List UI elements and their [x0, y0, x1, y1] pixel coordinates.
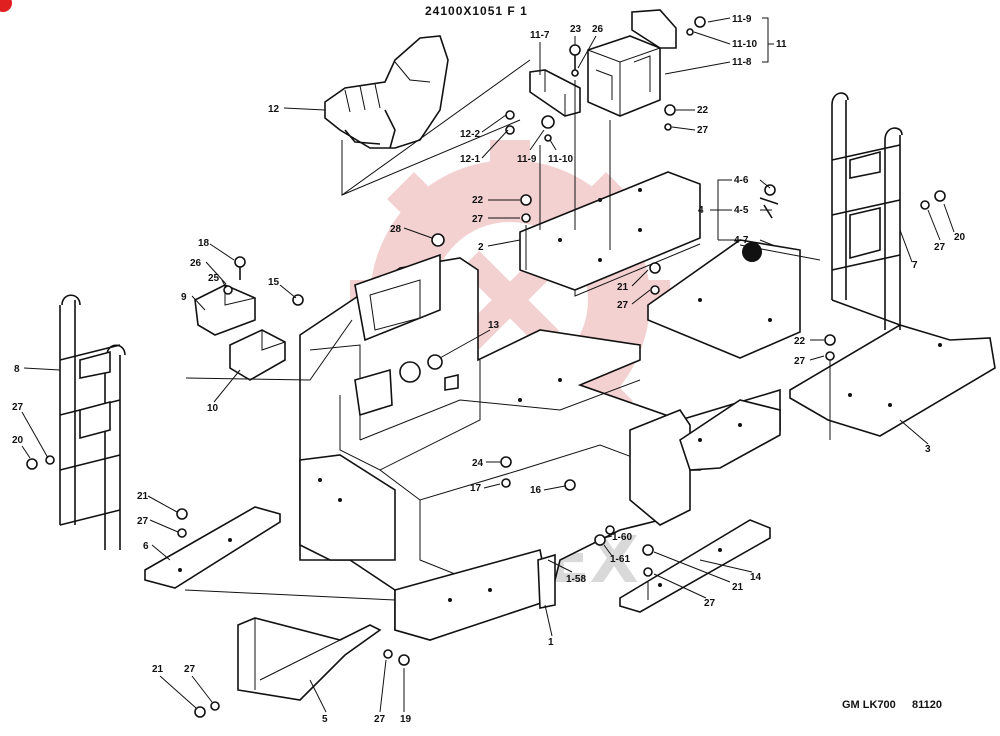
fasteners: [26, 16, 946, 718]
callout-label: 11-10: [548, 154, 573, 165]
drawing-number: 24100X1051 F 1: [425, 4, 528, 18]
callout-label: 20: [12, 435, 24, 446]
bracket-5-part: [237, 617, 382, 701]
callout-label: 7: [912, 260, 918, 271]
callout-label: 21: [732, 582, 744, 593]
footer-model: GM LK700: [842, 699, 896, 711]
callout-label: 24: [472, 458, 484, 469]
ladder-right-part: [831, 92, 903, 330]
bracket-10-part: [229, 329, 286, 381]
callout-label: 9: [181, 292, 187, 303]
callout-label: 11-10: [732, 39, 757, 50]
callout-label: 1-58: [566, 574, 586, 585]
callout-label: 4-5: [734, 205, 749, 216]
callout-label: 14: [750, 572, 762, 583]
callout-label: 4: [698, 205, 704, 216]
seat-bracket-part: [529, 69, 581, 117]
callout-label: 28: [390, 224, 402, 235]
callout-label: 20: [954, 232, 966, 243]
callout-label: 27: [184, 664, 196, 675]
callout-label: 11-9: [517, 154, 537, 165]
callout-label: 19: [400, 714, 412, 725]
callout-label: 11-7: [530, 30, 550, 41]
callout-label: 27: [617, 300, 629, 311]
callout-label: 10: [207, 403, 219, 414]
seat-part: [324, 35, 449, 149]
callout-label: 27: [934, 242, 946, 253]
callout-label: 22: [472, 195, 484, 206]
callout-label: 26: [190, 258, 202, 269]
callout-label: 27: [697, 125, 709, 136]
callout-label: 4-7: [734, 235, 749, 246]
callout-label: 12: [268, 104, 280, 115]
callout-label: 17: [470, 483, 482, 494]
callout-label: 4-6: [734, 175, 749, 186]
callout-label: 27: [704, 598, 716, 609]
callout-label: 15: [268, 277, 280, 288]
callout-label: 21: [137, 491, 149, 502]
plate-4-part: [647, 197, 801, 359]
corner-badge-icon: [0, 0, 12, 12]
guide-lines: [184, 59, 831, 601]
callout-label: 25: [208, 273, 220, 284]
callout-label: 22: [794, 336, 806, 347]
callout-label: 11-8: [732, 57, 752, 68]
callout-label: 3: [925, 444, 931, 455]
callout-label: 11: [776, 39, 787, 50]
callout-label: 8: [14, 364, 20, 375]
callout-label: 18: [198, 238, 210, 249]
callout-label: 21: [152, 664, 164, 675]
callout-label: 16: [530, 485, 542, 496]
callouts: 1 2 3 4 4-5 4-6 4-7 5 6 7 8 9 10 11 11-7…: [12, 14, 966, 725]
callout-label: 5: [322, 714, 328, 725]
callout-label: 1-61: [610, 554, 630, 565]
callout-label: 27: [472, 214, 484, 225]
callout-label: 27: [794, 356, 806, 367]
ladder-left-part: [59, 294, 126, 550]
callout-label: 23: [570, 24, 582, 35]
callout-label: 27: [137, 516, 149, 527]
step-14-part: [619, 519, 771, 613]
step-6-part: [144, 506, 281, 589]
callout-label: 13: [488, 320, 500, 331]
callout-label: 1-60: [612, 532, 632, 543]
callout-label: 11-9: [732, 14, 752, 25]
callout-label: 12-2: [460, 129, 480, 140]
callout-label: 12-1: [460, 154, 480, 165]
callout-label: 6: [143, 541, 149, 552]
callout-label: 2: [478, 242, 484, 253]
main-frame-part: [299, 253, 781, 641]
callout-label: 22: [697, 105, 709, 116]
box-bracket-part: [587, 9, 677, 117]
callout-label: 27: [374, 714, 386, 725]
plate-3-part: [789, 324, 996, 437]
callout-label: 27: [12, 402, 24, 413]
callout-label: 26: [592, 24, 604, 35]
callout-label: 21: [617, 282, 629, 293]
callout-label: 1: [548, 637, 554, 648]
footer-code: 81120: [912, 699, 942, 711]
